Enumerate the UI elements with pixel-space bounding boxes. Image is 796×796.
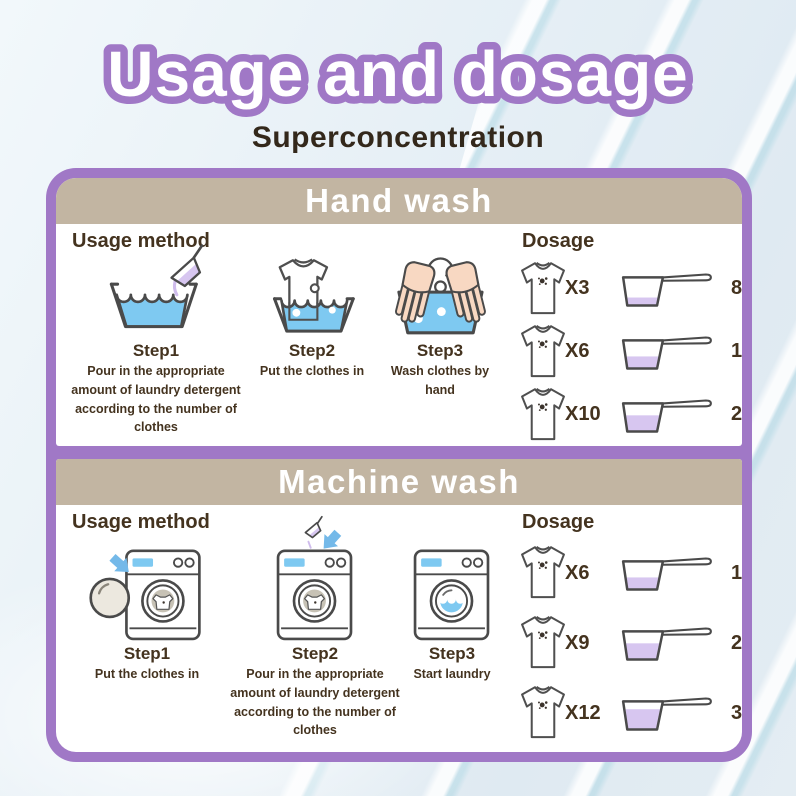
measuring-scoop-icon [611, 331, 715, 373]
hand-dose-amount-3: 20ml [731, 403, 742, 425]
machine-step3-label: Step3 [428, 644, 476, 663]
machine-step2-label: Step2 [291, 644, 339, 663]
hand-steps: Step1 Pour in the appropriate amount of … [68, 244, 500, 437]
shirt-in-basin-icon [264, 255, 360, 339]
hand-usage-title: Usage method [72, 230, 210, 252]
hand-wash-body: Usage method [56, 224, 742, 446]
hand-dose-amount-1: 8ml [731, 277, 742, 299]
machine-step-3: Step3 Start laundry [404, 528, 500, 684]
measuring-scoop-icon [611, 394, 715, 436]
hand-dose-count-1: X3 [565, 277, 590, 299]
machine-wash-header: Machine wash [56, 459, 742, 505]
hand-dose-row-1: X3 8ml [518, 257, 742, 320]
machine-dose-amount-1: 18ml [731, 561, 742, 584]
machine-usage-column: Usage method [68, 509, 500, 748]
machine-dose-row-1: X6 18ml [518, 538, 742, 608]
tshirt-stain-icon [518, 544, 568, 602]
machine-step1-desc: Put the clothes in [94, 667, 200, 681]
machine-dosage-rows: X6 18ml [518, 538, 742, 748]
subtitle: Superconcentration [251, 121, 545, 154]
measuring-scoop-icon [611, 692, 715, 734]
hand-step2-desc: Put the clothes in [259, 364, 365, 378]
hand-usage-column: Usage method [68, 228, 500, 446]
hand-dosage-rows: X3 8ml [518, 257, 742, 446]
washer-running-icon [412, 528, 491, 642]
hand-step3-desc: Wash clothes by hand [390, 364, 490, 397]
machine-dose-row-3: X12 30ml [518, 678, 742, 748]
machine-dose-amount-3: 30ml [731, 701, 742, 724]
hand-step3-label: Step3 [416, 341, 464, 360]
machine-step2-desc: Pour in the appropriate amount of laundr… [230, 667, 400, 738]
measuring-scoop-icon [611, 268, 715, 310]
washer-add-detergent-icon [275, 515, 354, 642]
hand-step1-label: Step1 [132, 341, 180, 360]
machine-dose-count-2: X9 [565, 631, 590, 654]
hand-dose-row-3: X10 20ml [518, 383, 742, 446]
machine-wash-body: Usage method [56, 505, 742, 752]
page-title: Usage and dosage [0, 24, 796, 129]
machine-usage-title: Usage method [72, 511, 210, 533]
machine-step-1: Step1 Put the clothes in [68, 528, 226, 684]
measuring-scoop-icon [611, 552, 715, 594]
basin-pour-icon [99, 244, 214, 339]
content-panel: Hand wash Usage method [46, 168, 752, 762]
hand-dosage-column: Dosage X3 [500, 228, 742, 446]
measuring-scoop-icon [611, 622, 715, 664]
hand-dose-count-2: X6 [565, 340, 590, 362]
hands-washing-icon [383, 255, 498, 339]
hand-dosage-title: Dosage [522, 230, 595, 252]
tshirt-stain-icon [518, 684, 568, 742]
hand-step2-label: Step2 [288, 341, 336, 360]
machine-steps: Step1 Put the clothes in [68, 515, 500, 740]
hand-dose-amount-2: 15ml [731, 340, 742, 362]
machine-dose-amount-2: 25ml [731, 631, 742, 654]
title-bubble-text: Usage and dosage [100, 31, 696, 118]
machine-step1-label: Step1 [123, 644, 171, 663]
hand-dose-count-3: X10 [565, 403, 601, 425]
hand-dose-row-2: X6 15ml [518, 320, 742, 383]
washer-open-door-icon [89, 528, 201, 642]
machine-step3-desc: Start laundry [413, 667, 491, 681]
machine-dose-count-1: X6 [565, 561, 590, 584]
hand-wash-header: Hand wash [56, 178, 742, 224]
tshirt-stain-icon [518, 386, 568, 444]
tshirt-stain-icon [518, 323, 568, 381]
tshirt-stain-icon [518, 614, 568, 672]
machine-dose-row-2: X9 25ml [518, 608, 742, 678]
tshirt-stain-icon [518, 260, 568, 318]
machine-dosage-column: Dosage X6 [500, 509, 742, 748]
hand-wash-section: Hand wash Usage method [56, 178, 742, 446]
hand-step1-desc: Pour in the appropriate amount of laundr… [71, 364, 241, 435]
hand-step-2: Step2 Put the clothes in [244, 255, 380, 381]
hand-step-3: Step3 Wash clothes by hand [380, 255, 500, 400]
hand-step-1: Step1 Pour in the appropriate amount of … [68, 244, 244, 437]
title-text: Usage and dosage [107, 38, 689, 110]
machine-dose-count-3: X12 [565, 701, 601, 724]
machine-dosage-title: Dosage [522, 511, 595, 533]
machine-wash-section: Machine wash Usage method [56, 459, 742, 752]
machine-step-2: Step2 Pour in the appropriate amount of … [226, 515, 404, 740]
